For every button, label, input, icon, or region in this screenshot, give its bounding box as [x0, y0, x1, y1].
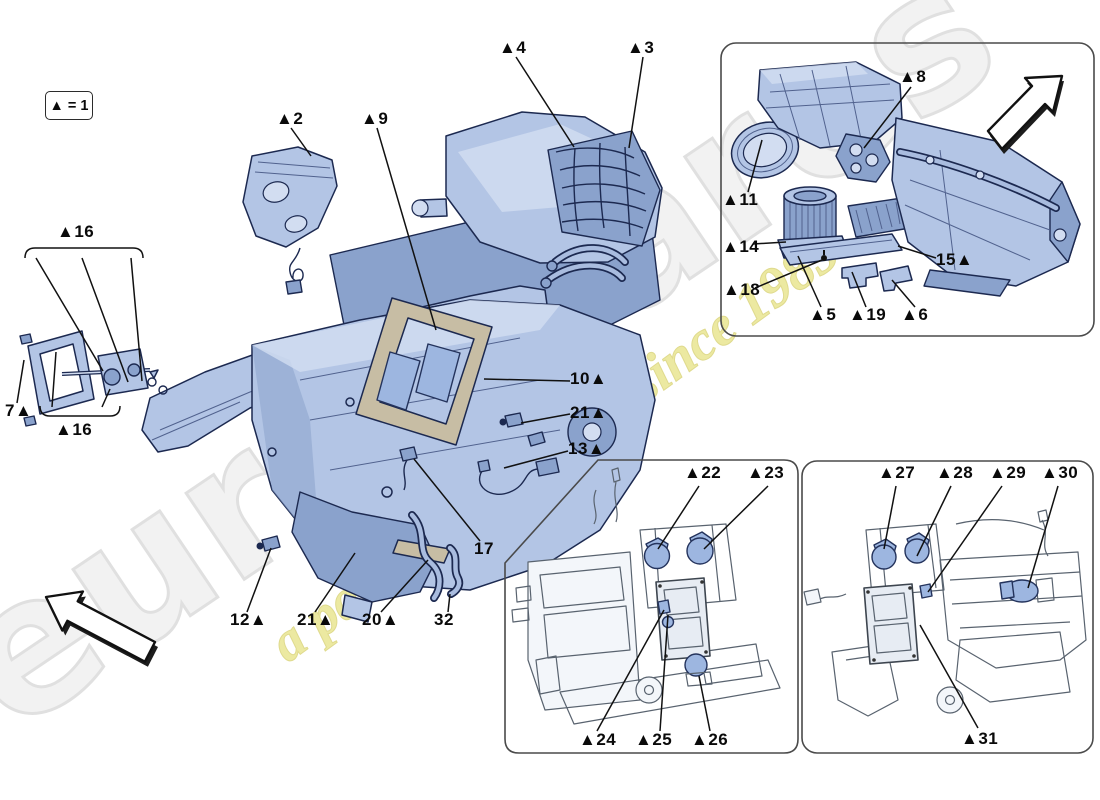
callout-13: 13▲: [568, 439, 606, 458]
ne-arrow-icon: [986, 74, 1064, 154]
inset-detail-left: [504, 459, 799, 754]
legend-box: ▲ = 1: [45, 91, 93, 120]
callout-28: ▲28: [936, 463, 974, 482]
callout-12: 12▲: [230, 610, 268, 629]
callout-22: ▲22: [684, 463, 722, 482]
callout-2: ▲2: [276, 109, 304, 128]
legend-text: ▲ = 1: [49, 97, 89, 114]
callout-3: ▲3: [627, 38, 655, 57]
callout-18: ▲18: [723, 280, 761, 299]
main-assembly-drawing: [19, 111, 663, 623]
callout-29: ▲29: [989, 463, 1027, 482]
leader-lines: [16, 56, 1059, 732]
callout-20: 20▲: [362, 610, 400, 629]
callout-25: ▲25: [635, 730, 673, 749]
callout-14: ▲14: [722, 237, 760, 256]
callout-26: ▲26: [691, 730, 729, 749]
callout-8: ▲8: [899, 67, 927, 86]
inset-blower-assembly: [720, 42, 1095, 337]
callout-32: 32: [434, 610, 454, 629]
callout-4: ▲4: [499, 38, 527, 57]
callout-19: ▲19: [849, 305, 887, 324]
callout-30: ▲30: [1041, 463, 1079, 482]
callout-24: ▲24: [579, 730, 617, 749]
callout-7: 7▲: [5, 401, 33, 420]
callout-31: ▲31: [961, 729, 999, 748]
callout-21-right: 21▲: [570, 403, 608, 422]
callout-15: 15▲: [936, 250, 974, 269]
callout-5: ▲5: [809, 305, 837, 324]
callout-10: 10▲: [570, 369, 608, 388]
callout-17: 17: [474, 539, 494, 558]
callout-9: ▲9: [361, 109, 389, 128]
callout-11: ▲11: [722, 190, 759, 209]
callout-16-top: ▲16: [57, 222, 95, 241]
callout-23: ▲23: [747, 463, 785, 482]
callout-27: ▲27: [878, 463, 916, 482]
callout-6: ▲6: [901, 305, 929, 324]
inset-detail-right: [801, 460, 1094, 754]
nw-arrow-icon: [44, 590, 158, 667]
callout-16-bottom: ▲16: [55, 420, 93, 439]
callout-21-bottom: 21▲: [297, 610, 335, 629]
